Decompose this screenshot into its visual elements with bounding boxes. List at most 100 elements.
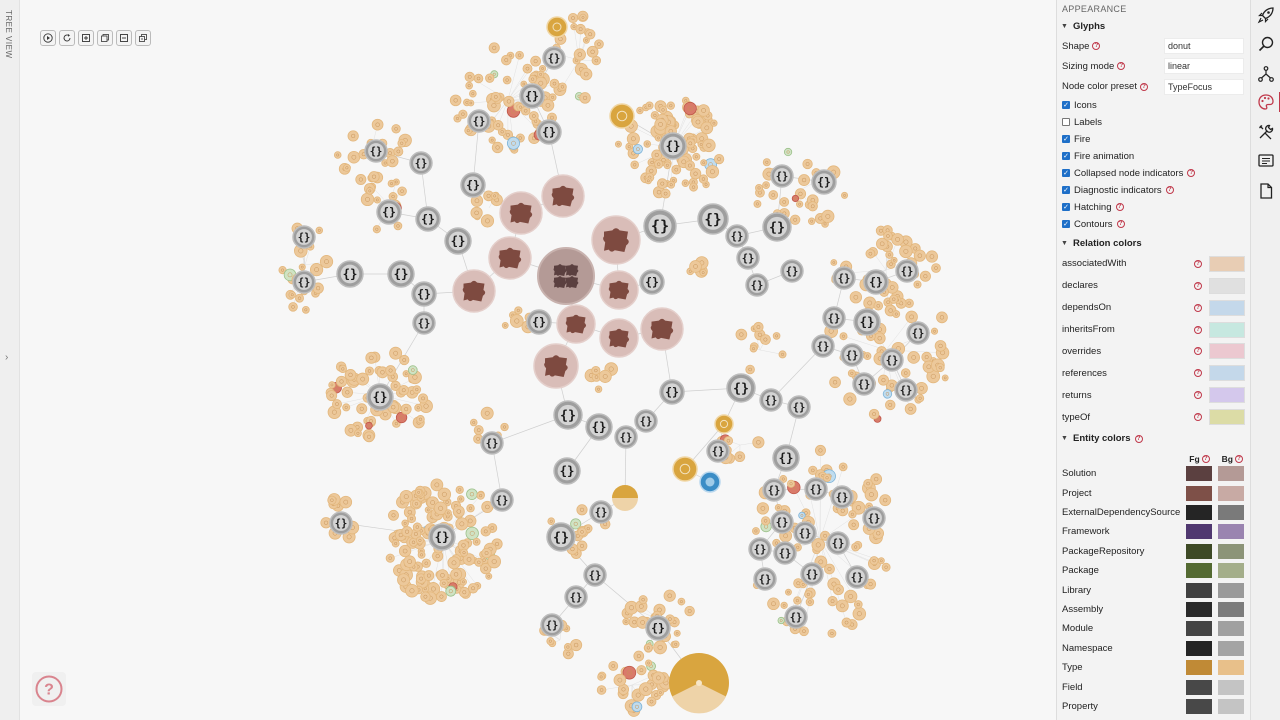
type-node[interactable] [437, 487, 452, 502]
type-node[interactable] [342, 403, 351, 412]
namespace-node[interactable]: {} [585, 413, 613, 441]
type-node[interactable] [445, 585, 457, 597]
type-node[interactable] [683, 101, 697, 116]
help-icon[interactable]: ? [1194, 325, 1202, 334]
namespace-node[interactable]: {} [826, 531, 850, 555]
namespace-node[interactable]: {} [894, 378, 918, 402]
namespace-node[interactable]: {} [553, 457, 581, 485]
project-node[interactable] [599, 318, 639, 358]
type-node[interactable] [735, 328, 748, 341]
dependency-graph[interactable]: {}{}{}{}{}{}{}{}{}{}{}{}{}{}{}{}{}{}{}{}… [20, 0, 1056, 720]
namespace-node[interactable]: {} [540, 613, 564, 637]
type-node[interactable] [638, 595, 648, 605]
document-icon[interactable] [1255, 180, 1277, 202]
type-node[interactable] [632, 144, 643, 155]
type-node[interactable] [808, 465, 818, 476]
type-node[interactable] [636, 665, 647, 676]
rocket-icon[interactable] [1255, 4, 1277, 26]
type-node[interactable] [793, 596, 802, 605]
type-node[interactable] [785, 588, 792, 596]
type-node[interactable] [879, 494, 892, 507]
bg-color-swatch[interactable] [1218, 485, 1244, 501]
help-icon[interactable]: ? [1194, 259, 1202, 268]
type-node[interactable] [907, 351, 920, 364]
type-node[interactable] [390, 380, 401, 391]
namespace-node[interactable]: {} [822, 306, 846, 330]
type-node[interactable] [890, 256, 898, 264]
type-node[interactable] [851, 500, 866, 515]
type-node[interactable] [811, 538, 826, 552]
type-node[interactable] [412, 499, 421, 509]
type-node[interactable] [408, 365, 418, 375]
type-node[interactable] [904, 403, 917, 415]
type-node[interactable] [852, 606, 867, 621]
type-node[interactable] [790, 214, 801, 225]
type-node[interactable] [796, 200, 804, 208]
type-node[interactable] [885, 399, 896, 411]
type-node[interactable] [667, 180, 676, 189]
type-node[interactable] [288, 302, 298, 312]
namespace-node[interactable]: {} [387, 260, 415, 288]
type-node[interactable] [467, 583, 479, 594]
type-node[interactable] [671, 164, 682, 175]
type-node[interactable] [385, 365, 396, 376]
fg-color-swatch[interactable] [1186, 485, 1212, 501]
namespace-node[interactable]: {} [480, 431, 504, 455]
type-node[interactable] [913, 249, 926, 262]
type-node[interactable] [614, 140, 622, 148]
type-node[interactable] [885, 250, 894, 259]
type-node[interactable] [692, 152, 701, 161]
help-icon[interactable]: ? [1117, 62, 1126, 71]
type-node[interactable] [883, 231, 893, 241]
namespace-node[interactable]: {} [376, 199, 402, 225]
type-node[interactable] [870, 473, 883, 486]
type-node[interactable] [584, 29, 596, 40]
namespace-node[interactable]: {} [659, 132, 687, 160]
type-node[interactable] [873, 332, 886, 345]
type-node[interactable] [802, 158, 813, 170]
type-node[interactable] [651, 671, 665, 685]
type-node[interactable] [391, 124, 401, 134]
type-node[interactable] [298, 263, 306, 271]
type-node[interactable] [530, 55, 542, 67]
help-icon[interactable]: ? [1187, 169, 1196, 178]
type-node[interactable] [847, 369, 856, 378]
type-node[interactable] [319, 255, 334, 269]
type-node[interactable] [567, 12, 579, 24]
type-node[interactable] [805, 597, 815, 607]
tree-view-strip[interactable]: TREE VIEW › [0, 0, 20, 720]
type-node[interactable] [645, 659, 653, 667]
type-node[interactable] [386, 155, 399, 168]
namespace-node[interactable]: {} [706, 439, 730, 463]
type-node[interactable] [848, 510, 857, 519]
type-node[interactable] [563, 643, 572, 652]
namespace-node[interactable]: {} [460, 172, 486, 198]
project-node[interactable] [556, 304, 596, 344]
type-node[interactable] [388, 509, 399, 521]
bg-color-swatch[interactable] [1218, 563, 1244, 579]
type-node[interactable] [654, 118, 667, 131]
type-node[interactable] [651, 149, 663, 161]
type-node[interactable] [702, 138, 716, 153]
type-node[interactable] [401, 519, 409, 528]
project-node[interactable] [640, 307, 684, 351]
graph-canvas[interactable]: {}{}{}{}{}{}{}{}{}{}{}{}{}{}{}{}{}{}{}{}… [20, 0, 1056, 720]
type-node[interactable] [492, 120, 504, 131]
type-node[interactable] [658, 105, 668, 115]
type-node[interactable] [407, 514, 417, 524]
relation-colors-section-header[interactable]: ▼ Relation colors [1057, 235, 1250, 253]
type-node[interactable] [756, 502, 770, 515]
type-node[interactable] [762, 181, 770, 189]
type-node[interactable] [347, 130, 359, 142]
namespace-node[interactable]: {} [409, 151, 433, 175]
option-contours[interactable]: ✓Contours? [1057, 216, 1250, 233]
namespace-node[interactable]: {} [428, 523, 456, 551]
project-node[interactable] [591, 215, 641, 265]
play-icon[interactable] [40, 30, 56, 46]
type-node[interactable] [656, 688, 665, 697]
type-node[interactable] [699, 471, 721, 493]
type-node[interactable] [309, 263, 324, 277]
type-node[interactable] [752, 436, 765, 449]
namespace-node[interactable]: {} [840, 343, 864, 367]
type-node[interactable] [622, 618, 630, 626]
